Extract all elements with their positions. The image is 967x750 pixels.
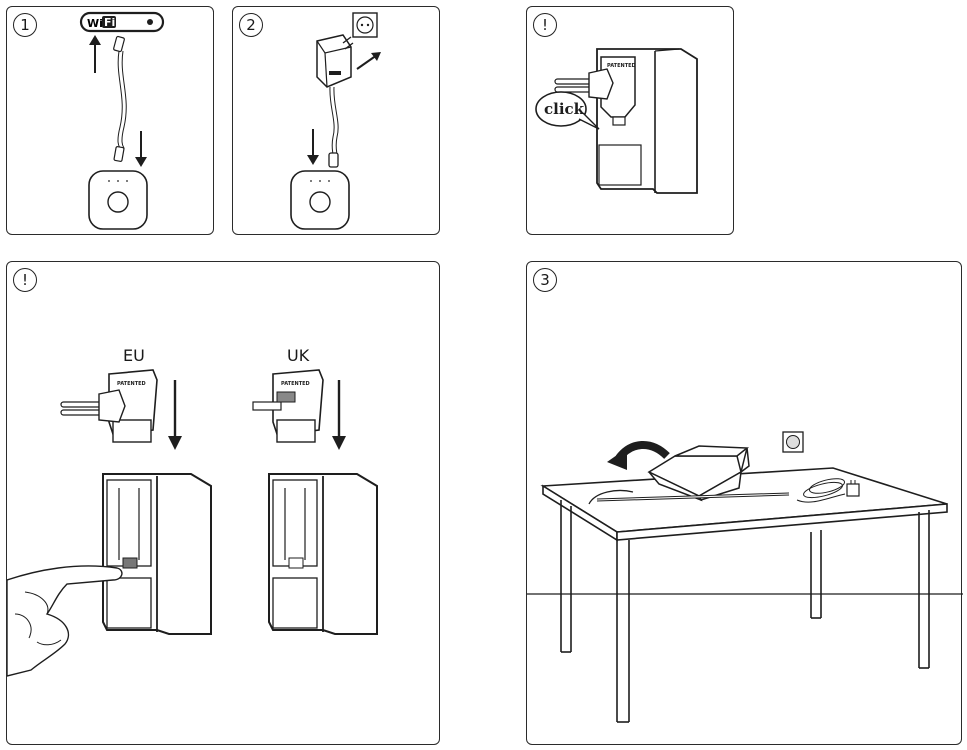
- ethernet-cable-icon: [113, 35, 127, 162]
- bridge-device-icon: [88, 170, 148, 230]
- wifi-label: Wi: [87, 17, 103, 30]
- step-1-badge: 1: [13, 13, 37, 37]
- down-arrow-icon: [135, 131, 147, 167]
- wall-socket-icon: [782, 431, 804, 453]
- eu-plug-insert-icon: PATENTED: [60, 369, 158, 443]
- step-1-panel: 1 Wi Fi: [6, 6, 214, 235]
- warning-click-panel: ! PATENTED click: [526, 6, 734, 235]
- click-speech-bubble: click: [535, 91, 600, 130]
- plug-in-arrow-icon: [356, 52, 381, 70]
- step-2-panel: 2: [232, 6, 440, 235]
- lightstrip-icon: [588, 489, 790, 505]
- power-adapter-icon: PATENTED: [554, 48, 698, 194]
- up-arrow-icon: [89, 35, 101, 73]
- bridge-device-icon: [290, 170, 350, 230]
- down-arrow-icon: [168, 380, 182, 450]
- step-2-illustration: [290, 12, 381, 230]
- box-icon: [647, 445, 750, 502]
- step-2-badge: 2: [239, 13, 263, 37]
- wifi-router-icon: Wi Fi: [79, 11, 165, 33]
- warning-badge: !: [533, 13, 557, 37]
- step-3-badge: 3: [533, 268, 557, 292]
- patent-mark: PATENTED: [117, 381, 146, 387]
- svg-text:PATENTED: PATENTED: [281, 381, 310, 387]
- warning-badge: !: [13, 268, 37, 292]
- hand-icon: [7, 565, 123, 677]
- click-label: click: [544, 100, 585, 118]
- uk-adapter-body-icon: [268, 473, 378, 635]
- uk-plug-insert-icon: PATENTED: [252, 369, 324, 443]
- plug-swap-panel: ! EU UK PATENTED PATENTED: [6, 261, 440, 745]
- eu-adapter-body-icon: [102, 473, 212, 635]
- wall-socket-icon: [352, 12, 378, 38]
- curved-arrow-icon: [607, 441, 670, 470]
- eu-label: EU: [123, 346, 145, 365]
- table-icon: [540, 467, 948, 723]
- warning-click-illustration: PATENTED click: [535, 48, 698, 194]
- down-arrow-icon: [307, 129, 319, 165]
- step-3-panel: 3: [526, 261, 963, 745]
- uk-label: UK: [287, 346, 310, 365]
- power-cable-icon: [796, 478, 860, 503]
- step-3-illustration: [527, 431, 963, 723]
- plug-swap-illustration: PATENTED PATENTED: [7, 369, 378, 677]
- power-adapter-icon: [316, 34, 354, 168]
- wifi-box-label: Fi: [104, 16, 115, 29]
- down-arrow-icon: [332, 380, 346, 450]
- step-1-illustration: Wi Fi: [79, 11, 165, 230]
- patent-mark: PATENTED: [607, 63, 636, 69]
